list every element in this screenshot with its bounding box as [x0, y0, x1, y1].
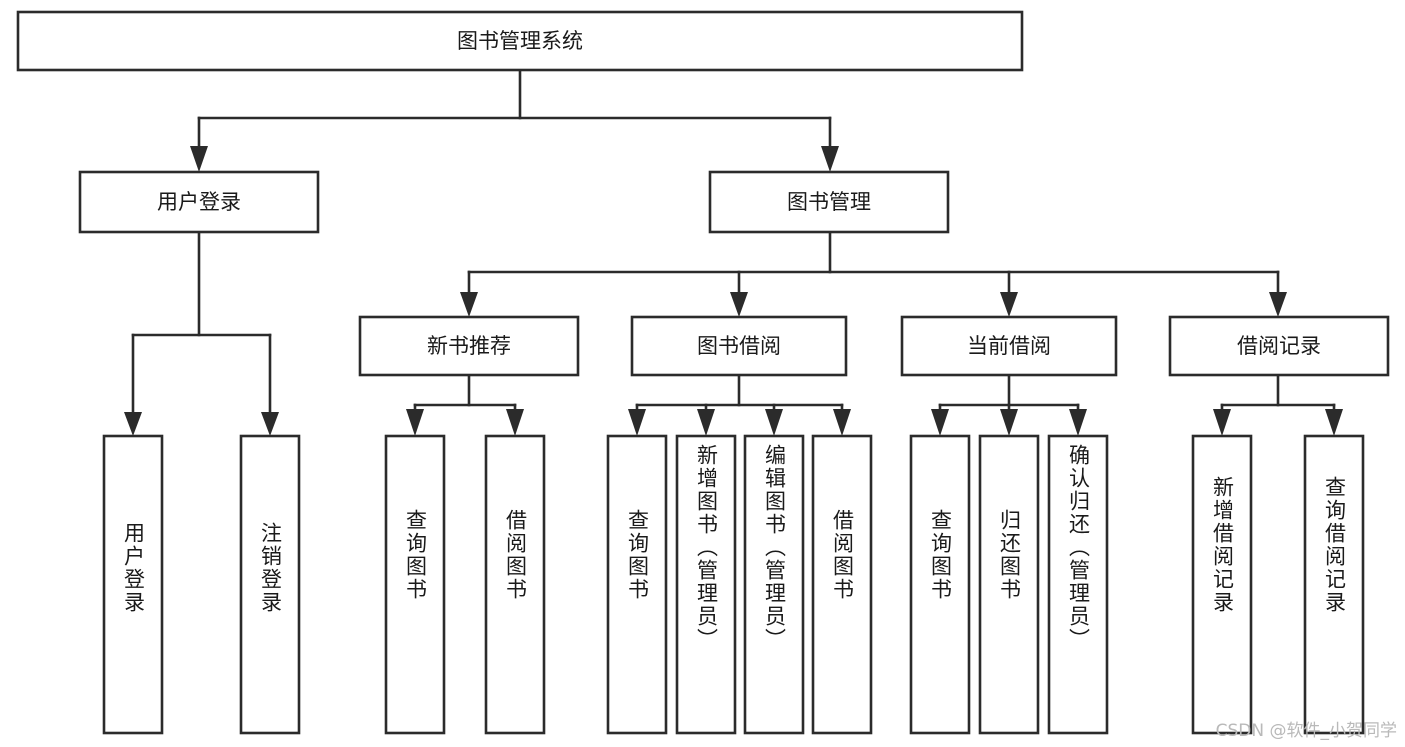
node-book-borrow[interactable]	[630, 315, 848, 377]
leaf-box-borrow-record-0[interactable]	[1191, 434, 1253, 735]
node-new-book-recommend-label: 新书推荐	[427, 334, 511, 358]
node-book-management-label: 图书管理	[787, 190, 871, 214]
arrow-head-record-leaf-2	[1325, 409, 1343, 436]
arrow-head-book-mgmt	[821, 146, 839, 172]
arrow-head-borrow-record	[1269, 292, 1287, 317]
arrow-head-newbook-leaf-2	[506, 409, 524, 436]
arrow-head-leaf-user-login	[124, 412, 142, 436]
arrow-head-borrow-leaf-1	[628, 409, 646, 436]
node-root-label: 图书管理系统	[457, 29, 583, 53]
leaf-box-borrow-record-1[interactable]	[1303, 434, 1365, 735]
leaf-box-current-borrow-0[interactable]	[909, 434, 971, 735]
arrow-head-leaf-logout	[261, 412, 279, 436]
arrow-head-user-login	[190, 146, 208, 172]
node-current-borrow-label: 当前借阅	[967, 334, 1051, 358]
node-boxes	[16, 10, 1390, 735]
arrow-head-book-borrow	[730, 292, 748, 317]
leaf-box-new-book-0[interactable]	[384, 434, 446, 735]
node-borrow-record[interactable]	[1168, 315, 1390, 377]
arrow-head-newbook-leaf-1	[406, 409, 424, 436]
leaf-box-current-borrow-2[interactable]	[1047, 434, 1109, 735]
leaf-box-book-borrow-2[interactable]	[743, 434, 805, 735]
arrow-head-borrow-leaf-4	[833, 409, 851, 436]
node-borrow-record-label: 借阅记录	[1237, 334, 1321, 358]
leaf-box-book-borrow-3[interactable]	[811, 434, 873, 735]
node-current-borrow[interactable]	[900, 315, 1118, 377]
arrow-head-record-leaf-1	[1213, 409, 1231, 436]
node-new-book-recommend[interactable]	[358, 315, 580, 377]
node-user-login[interactable]	[78, 170, 320, 234]
arrow-head-current-borrow	[1000, 292, 1018, 317]
node-book-borrow-label: 图书借阅	[697, 334, 781, 358]
node-labels: 图书管理系统 用户登录 图书管理 新书推荐 图书借阅 当前借阅 借阅记录	[157, 29, 1321, 358]
arrow-head-current-leaf-3	[1069, 409, 1087, 436]
leaf-box-user-login-0[interactable]	[102, 434, 164, 735]
node-root[interactable]	[16, 10, 1024, 72]
leaf-box-book-borrow-1[interactable]	[675, 434, 737, 735]
arrow-head-borrow-leaf-2	[697, 409, 715, 436]
leaf-box-book-borrow-0[interactable]	[606, 434, 668, 735]
node-user-login-label: 用户登录	[157, 190, 241, 214]
arrow-head-current-leaf-2	[1000, 409, 1018, 436]
leaf-box-new-book-1[interactable]	[484, 434, 546, 735]
arrow-head-borrow-leaf-3	[765, 409, 783, 436]
arrow-head-current-leaf-1	[931, 409, 949, 436]
arrow-head-new-book	[460, 292, 478, 317]
node-book-management[interactable]	[708, 170, 950, 234]
leaf-box-current-borrow-1[interactable]	[978, 434, 1040, 735]
leaf-box-user-login-1[interactable]	[239, 434, 301, 735]
connectors	[124, 68, 1343, 436]
